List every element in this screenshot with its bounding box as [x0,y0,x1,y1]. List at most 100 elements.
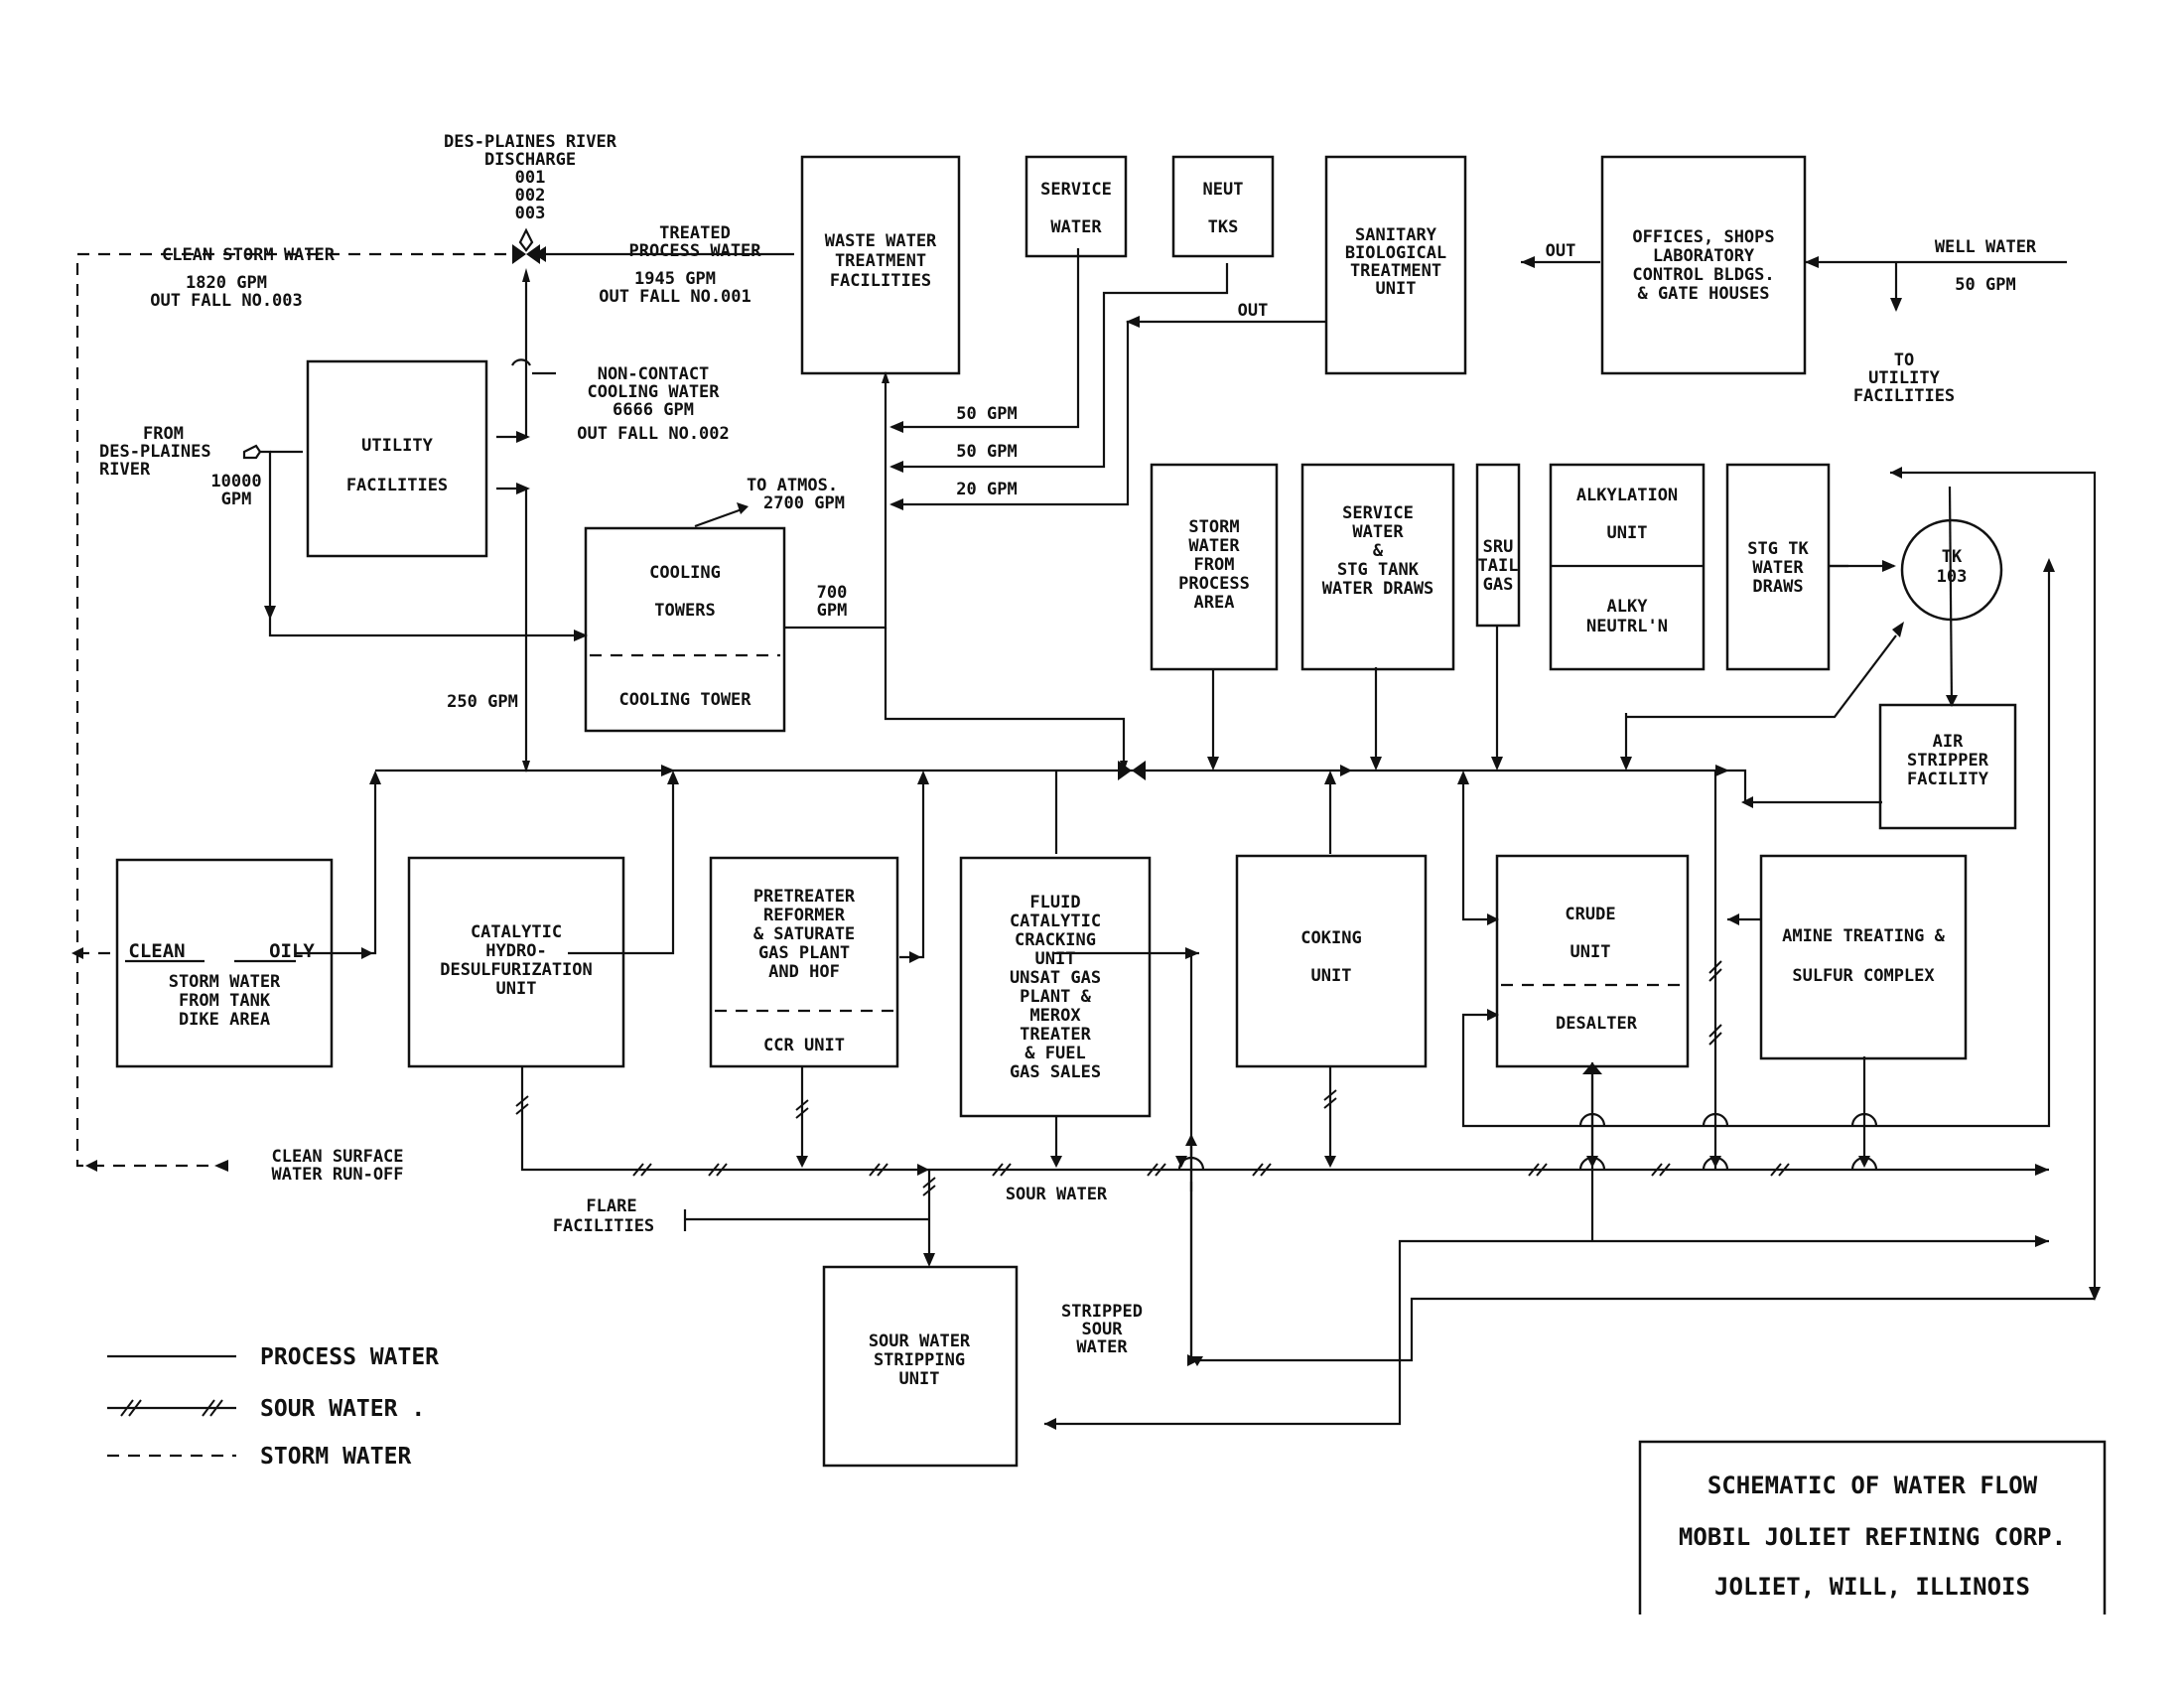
svg-text:NON-CONTACT: NON-CONTACT [598,364,710,384]
svg-text:FLUID: FLUID [1029,893,1080,912]
ct-flow-line2: GPM [817,601,848,621]
svg-text:SOUR WATER: SOUR WATER [869,1332,971,1351]
svg-text:SOUR WATER .: SOUR WATER . [260,1396,425,1422]
stripped-line3: WATER [1076,1337,1128,1357]
svg-text:UTILITY: UTILITY [361,436,433,456]
svg-text:PRETREATER: PRETREATER [753,887,856,907]
svg-text:FACILITY: FACILITY [1907,770,1989,789]
svg-text:OUT: OUT [1238,301,1269,321]
svg-text:DES-PLAINES RIVER: DES-PLAINES RIVER [444,132,617,152]
amine-line1: AMINE TREATING & [1782,926,1946,946]
svg-text:UNIT: UNIT [496,979,537,999]
from-river-line1: FROM [143,424,184,444]
crude-box [1495,854,1690,1068]
river-discharge-line5: 003 [515,204,546,223]
svg-text:002: 002 [515,186,546,206]
svg-text:PROCESS WATER: PROCESS WATER [260,1344,439,1370]
tk-103-circle [1900,518,2003,622]
svg-text:AREA: AREA [1194,593,1235,613]
svg-text:CLEAN STORM WATER: CLEAN STORM WATER [162,245,336,265]
svg-text:NEUTRL'N: NEUTRL'N [1586,617,1668,636]
to-utility-line2: UTILITY [1868,368,1940,388]
service-water-line2: WATER [1050,217,1102,237]
svg-text:GAS PLANT: GAS PLANT [758,943,850,963]
svg-text:OUT FALL NO.001: OUT FALL NO.001 [599,287,751,307]
svg-text:WATER: WATER [1076,1337,1128,1357]
svg-text:1820 GPM: 1820 GPM [186,273,267,293]
ccr-unit: CCR UNIT [763,1036,845,1055]
svg-text:JOLIET, WILL, ILLINOIS: JOLIET, WILL, ILLINOIS [1714,1573,2030,1601]
fcc-line1: FLUID [1029,893,1080,912]
svg-text:TKS: TKS [1208,217,1239,237]
fcc-box [959,856,1152,1118]
utility-line1: UTILITY [361,436,433,456]
amine-box [1759,854,1968,1060]
svg-text:SERVICE: SERVICE [1342,503,1414,523]
pretreater-line5: AND HOF [768,962,840,982]
svg-text:HYDRO-: HYDRO- [485,941,546,961]
cooling-line1: COOLING [649,563,721,583]
tk103-line1: TK [1942,547,1963,567]
svg-text:CATALYTIC: CATALYTIC [471,922,562,942]
offices-line1: OFFICES, SHOPS [1632,227,1774,247]
dike-line2: FROM TANK [179,991,271,1011]
flow-arrows [71,246,2101,1430]
svg-text:TREATMENT: TREATMENT [835,251,926,271]
svg-text:FROM: FROM [143,424,184,444]
svg-text:50 GPM: 50 GPM [1955,275,2015,295]
sour-stripping-line1: SOUR WATER [869,1332,971,1351]
svg-text:WATER: WATER [1752,558,1804,578]
service-stg-line2: WATER [1352,522,1404,542]
svg-text:WATER: WATER [1188,536,1240,556]
outfall-001-line1: 1945 GPM [634,269,716,289]
svg-text:STG TK: STG TK [1747,539,1809,559]
svg-text:700: 700 [817,583,848,603]
svg-text:20 GPM: 20 GPM [956,480,1017,499]
utility-line2: FACILITIES [346,476,448,495]
stripped-line2: SOUR [1082,1320,1124,1339]
air-stripper-line2: STRIPPER [1907,751,1989,771]
offices-line2: LABORATORY [1653,246,1755,266]
to-atmos-line2: 2700 GPM [763,493,845,513]
svg-text:SCHEMATIC OF WATER FLOW: SCHEMATIC OF WATER FLOW [1707,1472,2038,1499]
desalter: DESALTER [1556,1014,1638,1034]
title-line1: SCHEMATIC OF WATER FLOW [1707,1472,2038,1499]
svg-text:COOLING: COOLING [649,563,721,583]
svg-text:AND HOF: AND HOF [768,962,840,982]
air-stripper-line3: FACILITY [1907,770,1989,789]
cooling-tower-sub: COOLING TOWER [618,690,751,710]
process-units [115,155,2017,1468]
svg-text:UNIT: UNIT [1607,523,1648,543]
unit-labels: WASTE WATER TREATMENT FACILITIES SERVICE… [128,180,1988,1389]
dike-oily-label: OILY [269,940,315,962]
to-atmos-line1: TO ATMOS. [747,476,838,495]
stg-tk-line3: DRAWS [1752,577,1803,597]
svg-text:SOUR WATER: SOUR WATER [1006,1185,1108,1204]
svg-text:STG TANK: STG TANK [1337,560,1420,580]
clean-surface-line1: CLEAN SURFACE [271,1147,403,1167]
svg-text:SRU: SRU [1483,537,1514,557]
svg-text:ALKYLATION: ALKYLATION [1576,486,1678,505]
svg-text:&: & [1373,541,1384,561]
outfall-001-line2: OUT FALL NO.001 [599,287,751,307]
svg-text:TREATER: TREATER [1020,1025,1091,1045]
legend: PROCESS WATER SOUR WATER . STORM WATER [107,1344,439,1470]
svg-text:103: 103 [1937,567,1968,587]
amine-line2: SULFUR COMPLEX [1792,966,1935,986]
svg-text:GAS: GAS [1483,575,1514,595]
alky-neut-line1: ALKY [1607,597,1649,617]
fcc-line10: GAS SALES [1010,1062,1101,1082]
svg-text:CLEAN: CLEAN [128,940,185,962]
svg-text:CRUDE: CRUDE [1565,905,1615,924]
svg-text:WASTE WATER: WASTE WATER [825,231,937,251]
svg-text:UNIT: UNIT [1311,966,1352,986]
dike-line3: DIKE AREA [179,1010,270,1030]
neut-line1: NEUT [1203,180,1244,200]
svg-text:FLARE: FLARE [586,1196,636,1216]
gpm-250: 250 GPM [447,692,518,712]
tank-dike-box [115,858,334,1068]
non-contact-line3: 6666 GPM [613,400,694,420]
cat-hydro-line3: DESULFURIZATION [440,960,593,980]
svg-text:SULFUR COMPLEX: SULFUR COMPLEX [1792,966,1935,986]
stripped-line1: STRIPPED [1061,1302,1143,1322]
